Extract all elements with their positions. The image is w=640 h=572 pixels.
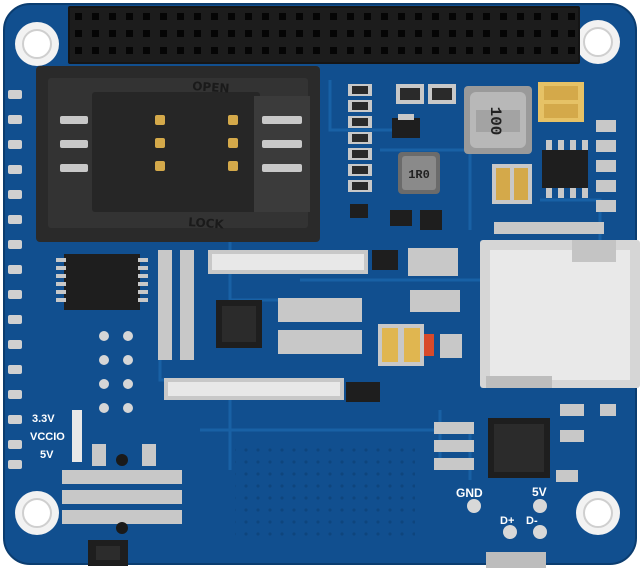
passive-components-right — [494, 120, 616, 234]
silk-dminus-label: D- — [526, 515, 538, 527]
passive-components-top — [348, 84, 456, 192]
mounting-holes — [15, 20, 620, 535]
passive-components-bottom-left — [62, 444, 182, 524]
qfn-ic-middle — [216, 300, 262, 348]
inductor-small-marking: 1R0 — [408, 168, 430, 182]
passive-components-middle — [208, 248, 462, 358]
usb-connector — [486, 552, 546, 568]
silk-5v-right-label: 5V — [532, 485, 547, 499]
audio-jack — [88, 540, 128, 566]
micro-sd-slot — [480, 240, 640, 388]
regulator-ic — [542, 140, 588, 198]
sim-open-label: OPEN — [192, 79, 230, 96]
silk-vccio-label: VCCIO — [30, 431, 65, 443]
usb-test-pads — [467, 499, 547, 539]
sim-card-slot: OPEN LOCK — [36, 66, 320, 242]
passive-components-bottom-row — [164, 378, 380, 402]
sim-lock-label: LOCK — [188, 215, 225, 231]
silk-dplus-label: D+ — [500, 515, 514, 527]
passive-components-bottom-right — [434, 404, 616, 482]
passive-components-columns — [158, 250, 194, 360]
tantalum-capacitors — [378, 324, 434, 366]
gpio-header — [68, 6, 580, 64]
usb-bridge-ic — [488, 418, 550, 478]
silk-gnd-label: GND — [456, 486, 483, 500]
inductor-large-marking: 100 — [486, 107, 504, 136]
power-inductor-small: 1R0 — [398, 152, 440, 194]
via-field — [235, 440, 415, 540]
transistors — [350, 204, 442, 270]
sim-contacts — [155, 115, 238, 171]
capacitors-top-right — [492, 82, 584, 204]
silk-3v3-label: 3.3V — [32, 413, 55, 425]
silk-5v-left-label: 5V — [40, 449, 54, 461]
power-inductor-large: 100 — [464, 86, 532, 154]
bottom-pads — [116, 454, 128, 534]
test-pads — [99, 331, 133, 413]
power-select-jumper — [72, 410, 82, 462]
soic-ic-left — [56, 254, 148, 310]
edge-pads — [8, 90, 22, 469]
